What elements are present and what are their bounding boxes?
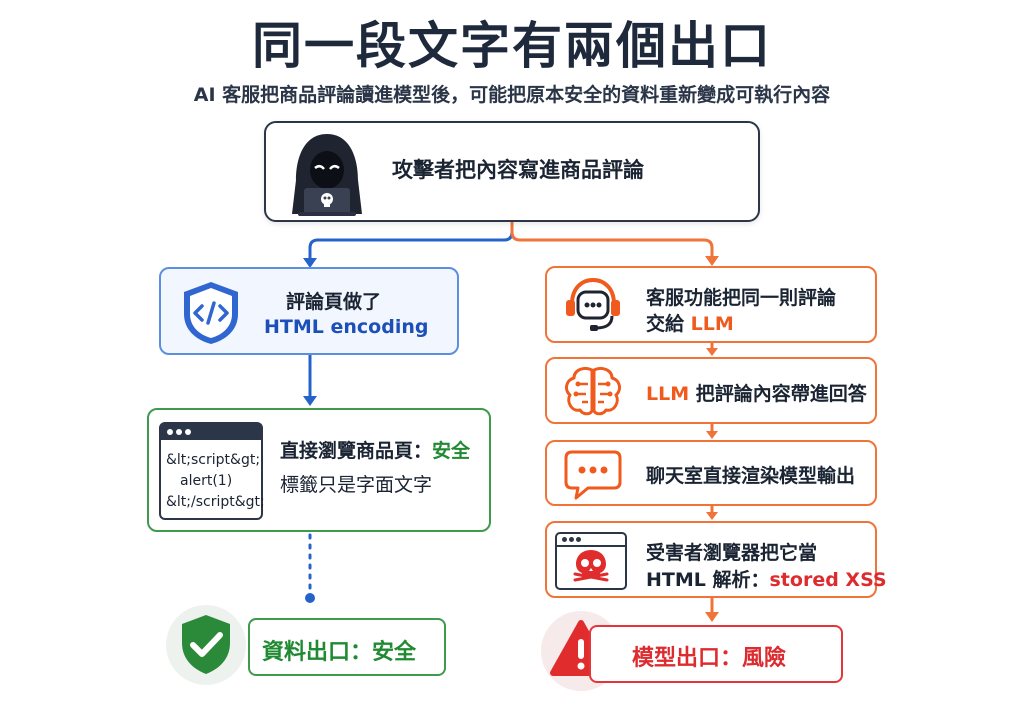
page-subtitle: AI 客服把商品評論讀進模型後，可能把原本安全的資料重新變成可執行內容: [193, 84, 831, 106]
brain-circuit-icon: [565, 366, 621, 416]
headset-bot-icon: [566, 277, 620, 331]
page-title: 同一段文字有兩個出口: [252, 17, 772, 75]
chat-render-label: 聊天室直接渲染模型輸出: [646, 465, 856, 487]
code-line-2: alert(1): [180, 473, 233, 489]
check-shield-icon: [166, 605, 246, 685]
llm-handoff-line-2: 交給 LLM: [646, 313, 734, 335]
code-line-1: &lt;script&gt;: [166, 452, 261, 468]
browser-window-icon: [159, 422, 263, 520]
chat-bubble-icon: [564, 450, 622, 500]
llm-handoff-line-1: 客服功能把同一則評論: [646, 287, 837, 309]
llm-answer-label: LLM 把評論內容帶進回答: [646, 383, 867, 405]
skull-icon: [573, 550, 609, 582]
browse-line-2: 標籤只是字面文字: [280, 474, 433, 496]
safe-outcome-label: 資料出口：安全: [262, 640, 417, 665]
code-shield-icon: [184, 282, 238, 344]
encoding-line-1: 評論頁做了: [286, 291, 382, 313]
attacker-label: 攻擊者把內容寫進商品評論: [392, 158, 644, 182]
browse-line-1: 直接瀏覽商品頁：安全: [280, 440, 471, 462]
risk-outcome-box: [589, 625, 843, 683]
hooded-hacker-icon: [292, 134, 362, 216]
encoding-line-2: HTML encoding: [264, 316, 429, 338]
xss-line-1: 受害者瀏覽器把它當: [646, 542, 818, 564]
xss-line-2: HTML 解析：stored XSS: [646, 569, 887, 591]
risk-outcome-label: 模型出口：風險: [632, 646, 787, 671]
safe-outcome-box: [248, 618, 446, 676]
code-line-3: &lt;/script&gt;: [166, 494, 265, 510]
